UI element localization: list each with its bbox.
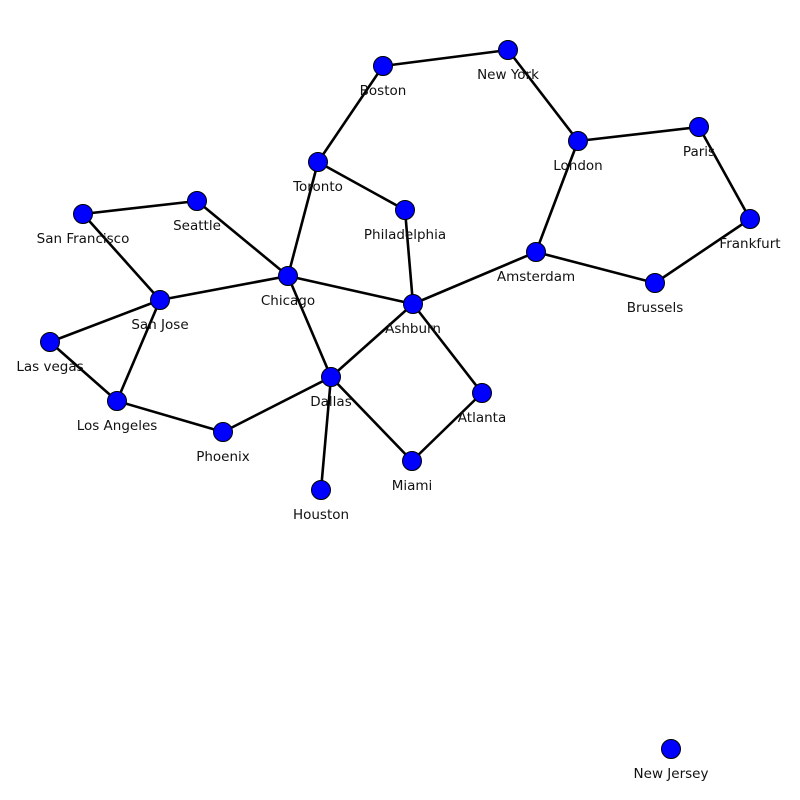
node-label-las-vegas: Las vegas — [16, 359, 83, 375]
nodes-layer — [40, 40, 760, 759]
node-label-amsterdam: Amsterdam — [497, 269, 575, 285]
node-label-san-francisco: San Francisco — [37, 231, 130, 247]
node-label-philadelphia: Philadelphia — [364, 227, 446, 243]
node-new-jersey[interactable] — [661, 739, 681, 759]
node-label-seattle: Seattle — [173, 218, 221, 234]
edge-new-york-london — [506, 48, 580, 143]
edge-phoenix-los-angeles — [115, 399, 225, 434]
node-frankfurt[interactable] — [740, 209, 760, 229]
node-label-new-jersey: New Jersey — [634, 766, 709, 782]
edge-los-angeles-las-vegas — [48, 340, 119, 403]
node-label-london: London — [553, 158, 603, 174]
node-label-phoenix: Phoenix — [196, 449, 250, 465]
node-label-san-jose: San Jose — [131, 317, 188, 333]
node-label-ashburn: Ashburn — [385, 321, 441, 337]
node-brussels[interactable] — [645, 273, 665, 293]
node-label-paris: Paris — [683, 144, 715, 160]
node-label-miami: Miami — [392, 478, 433, 494]
edge-ashburn-atlanta — [411, 302, 484, 395]
node-miami[interactable] — [402, 451, 422, 471]
edge-dallas-phoenix — [221, 375, 333, 434]
node-las-vegas[interactable] — [40, 332, 60, 352]
node-label-boston: Boston — [360, 83, 407, 99]
edge-dallas-miami — [329, 375, 414, 463]
node-label-dallas: Dallas — [310, 394, 351, 410]
node-label-houston: Houston — [293, 507, 349, 523]
edge-amsterdam-london — [534, 139, 580, 254]
node-seattle[interactable] — [187, 191, 207, 211]
edge-las-vegas-san-jose — [48, 298, 162, 344]
edge-dallas-houston — [319, 375, 333, 492]
edge-seattle-chicago — [195, 199, 290, 278]
node-san-francisco[interactable] — [73, 204, 93, 224]
node-new-york[interactable] — [498, 40, 518, 60]
node-toronto[interactable] — [308, 152, 328, 172]
node-label-new-york: New York — [477, 67, 539, 83]
edge-toronto-chicago — [286, 160, 320, 278]
node-houston[interactable] — [311, 480, 331, 500]
node-chicago[interactable] — [278, 266, 298, 286]
node-philadelphia[interactable] — [395, 200, 415, 220]
edge-amsterdam-ashburn — [411, 250, 538, 306]
edge-brussels-amsterdam — [534, 250, 657, 285]
edge-paris-frankfurt — [697, 125, 752, 221]
edge-san-francisco-seattle — [81, 199, 199, 216]
node-dallas[interactable] — [321, 367, 341, 387]
edge-frankfurt-brussels — [653, 217, 752, 285]
edges-layer — [48, 48, 752, 492]
node-san-jose[interactable] — [150, 290, 170, 310]
node-atlanta[interactable] — [472, 383, 492, 403]
node-phoenix[interactable] — [213, 422, 233, 442]
node-label-los-angeles: Los Angeles — [77, 418, 158, 434]
node-label-frankfurt: Frankfurt — [719, 236, 780, 252]
node-label-atlanta: Atlanta — [458, 410, 506, 426]
node-paris[interactable] — [689, 117, 709, 137]
edge-ashburn-dallas — [329, 302, 415, 379]
node-ashburn[interactable] — [403, 294, 423, 314]
node-london[interactable] — [568, 131, 588, 151]
edge-los-angeles-san-jose — [115, 298, 162, 403]
node-label-toronto: Toronto — [292, 179, 343, 195]
node-label-brussels: Brussels — [627, 300, 684, 316]
edge-toronto-philadelphia — [316, 160, 407, 212]
edge-san-francisco-san-jose — [81, 212, 162, 302]
edge-chicago-dallas — [286, 274, 333, 379]
edge-london-paris — [576, 125, 701, 143]
edge-philadelphia-ashburn — [403, 208, 415, 306]
node-amsterdam[interactable] — [526, 242, 546, 262]
edge-chicago-san-jose — [158, 274, 290, 302]
node-boston[interactable] — [373, 56, 393, 76]
node-los-angeles[interactable] — [107, 391, 127, 411]
edge-atlanta-miami — [410, 391, 484, 463]
edge-boston-new-york — [381, 48, 510, 68]
edge-chicago-ashburn — [286, 274, 415, 306]
node-label-chicago: Chicago — [261, 293, 315, 309]
edge-boston-toronto — [316, 64, 385, 164]
